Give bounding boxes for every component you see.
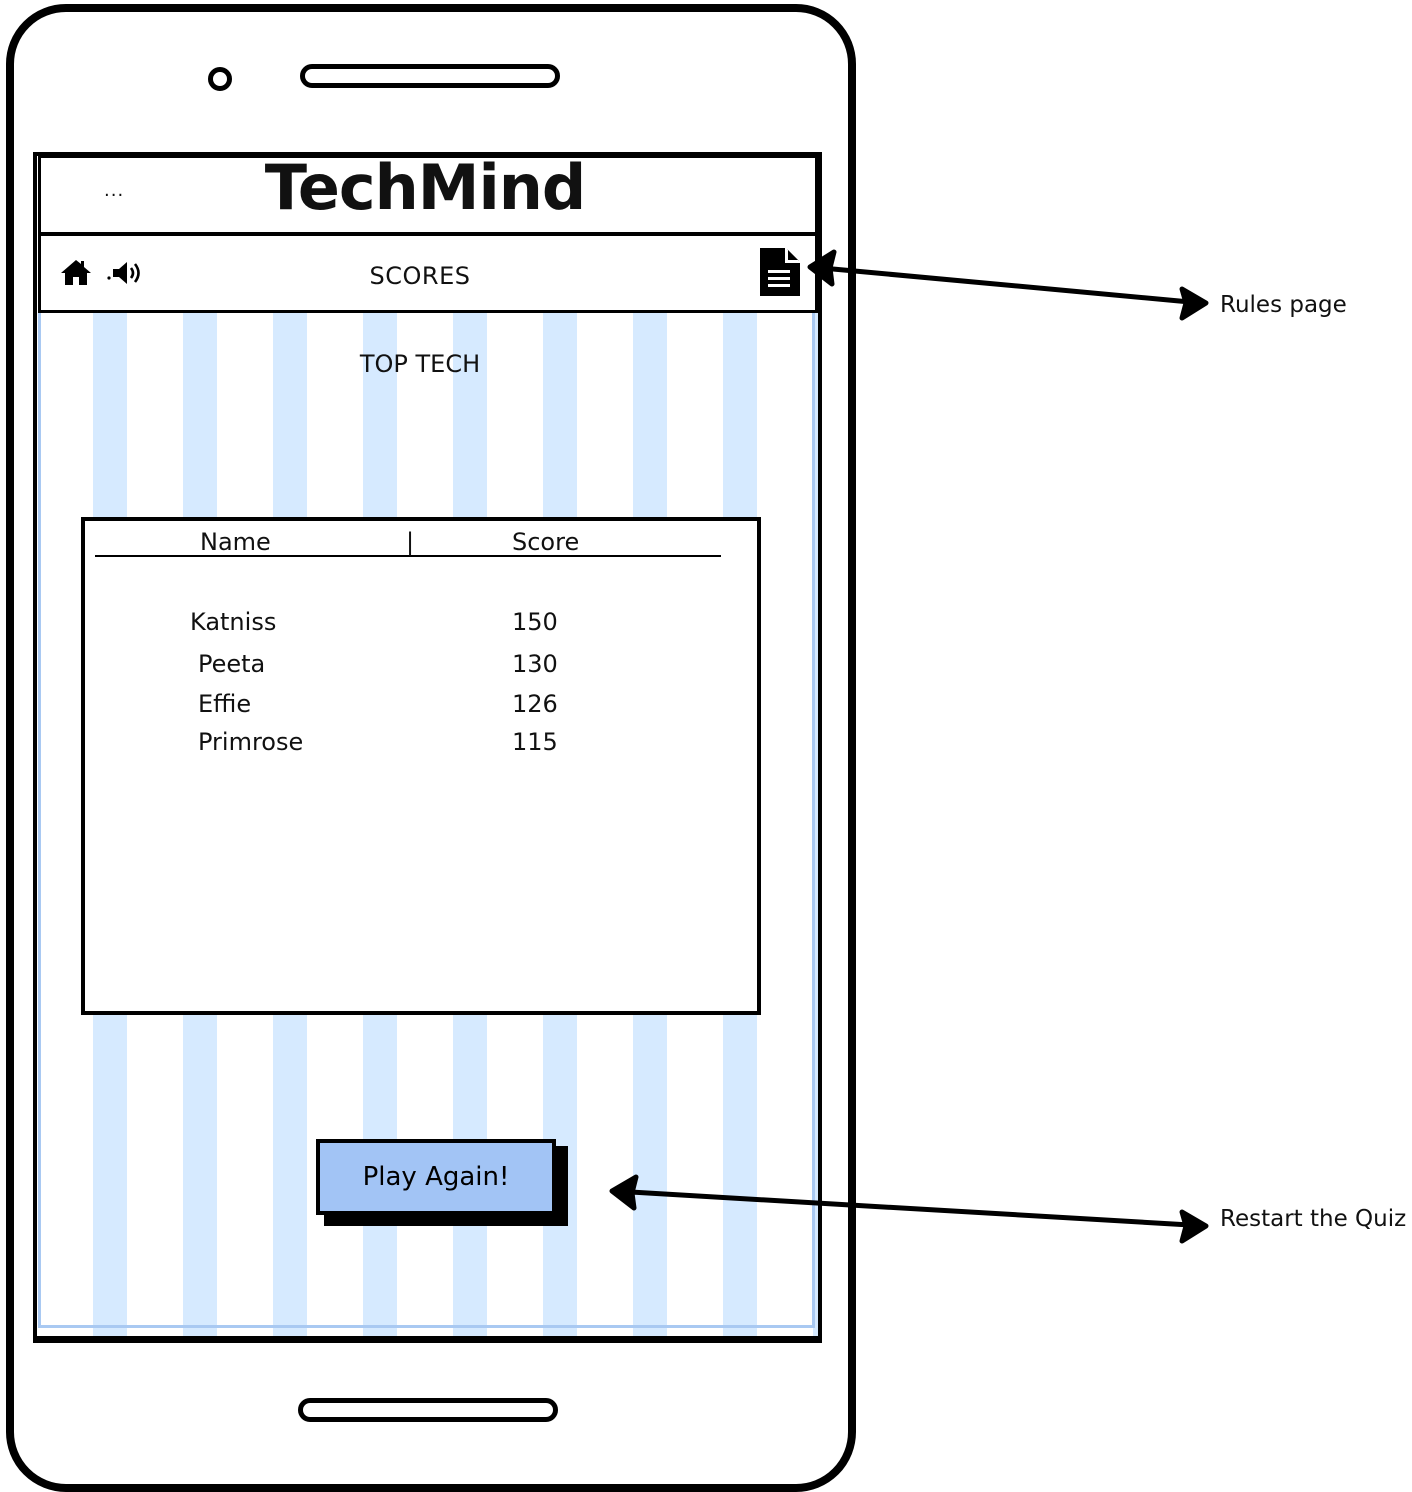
column-separator: |: [406, 528, 415, 556]
table-cell-name: Peeta: [198, 650, 266, 678]
section-heading: TOP TECH: [359, 350, 481, 378]
home-icon[interactable]: [60, 258, 92, 286]
annotation-restart-quiz: Restart the Quiz: [1220, 1206, 1407, 1232]
column-header-name: Name: [200, 528, 271, 556]
table-cell-score: 126: [512, 690, 558, 718]
earpiece-speaker: [300, 64, 560, 88]
play-again-button[interactable]: Play Again!: [316, 1139, 556, 1215]
document-icon[interactable]: [758, 246, 802, 298]
table-cell-score: 150: [512, 608, 558, 636]
nav-bar: [38, 233, 818, 313]
table-cell-name: Effie: [198, 690, 252, 718]
table-cell-score: 130: [512, 650, 558, 678]
annotation-rules-page: Rules page: [1220, 292, 1347, 318]
table-cell-score: 115: [512, 728, 558, 756]
table-cell-name: Primrose: [198, 728, 304, 756]
table-cell-name: Katniss: [190, 608, 277, 636]
speaker-icon[interactable]: [106, 258, 146, 288]
score-table: [81, 517, 761, 1015]
app-title: TechMind: [264, 151, 586, 224]
table-header-divider: [95, 555, 721, 557]
camera-icon: [208, 67, 232, 91]
phone-home-button[interactable]: [298, 1398, 558, 1422]
title-menu-dots[interactable]: ...: [104, 180, 125, 201]
nav-title: SCORES: [369, 262, 471, 290]
column-header-score: Score: [512, 528, 580, 556]
